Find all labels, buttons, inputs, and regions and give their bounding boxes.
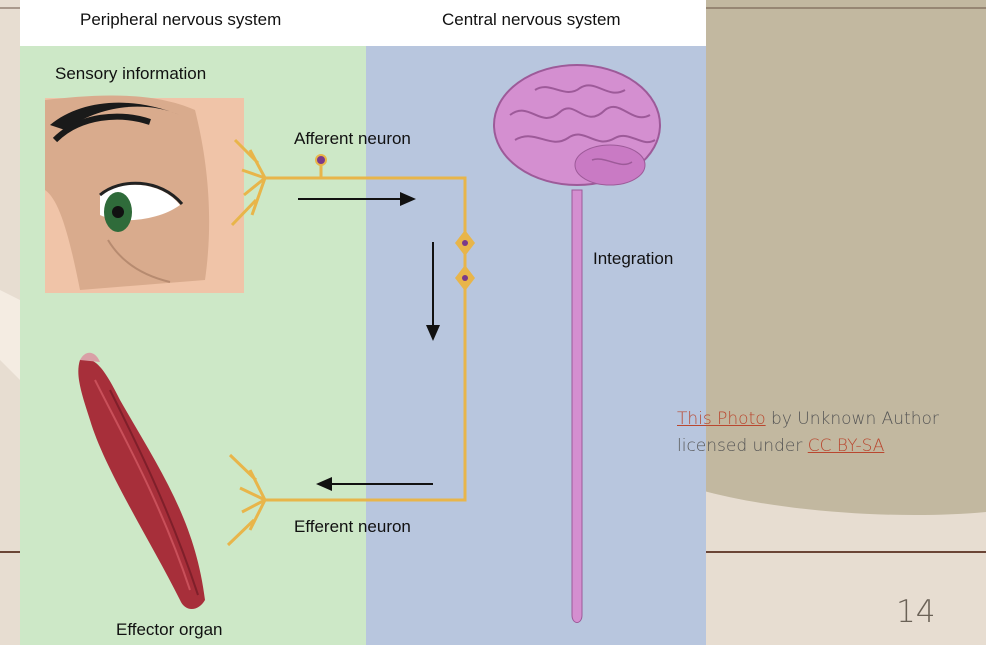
efferent-label: Efferent neuron [294,517,411,537]
eye-illustration [45,96,244,293]
diagram-graphic [20,0,706,645]
integration-label: Integration [593,249,673,269]
photo-link[interactable]: This Photo [677,409,766,429]
license-link[interactable]: CC BY-SA [808,436,885,456]
afferent-label: Afferent neuron [294,129,411,149]
afferent-cell-body [316,155,326,165]
effector-label: Effector organ [116,620,222,640]
central-title: Central nervous system [442,10,621,30]
peripheral-title: Peripheral nervous system [80,10,281,30]
reflex-arc-diagram: Peripheral nervous system Central nervou… [20,0,706,645]
slide-number: 14 [896,594,935,630]
photo-attribution: This Photo by Unknown Author licensed un… [677,406,982,460]
sensory-label: Sensory information [55,64,206,84]
